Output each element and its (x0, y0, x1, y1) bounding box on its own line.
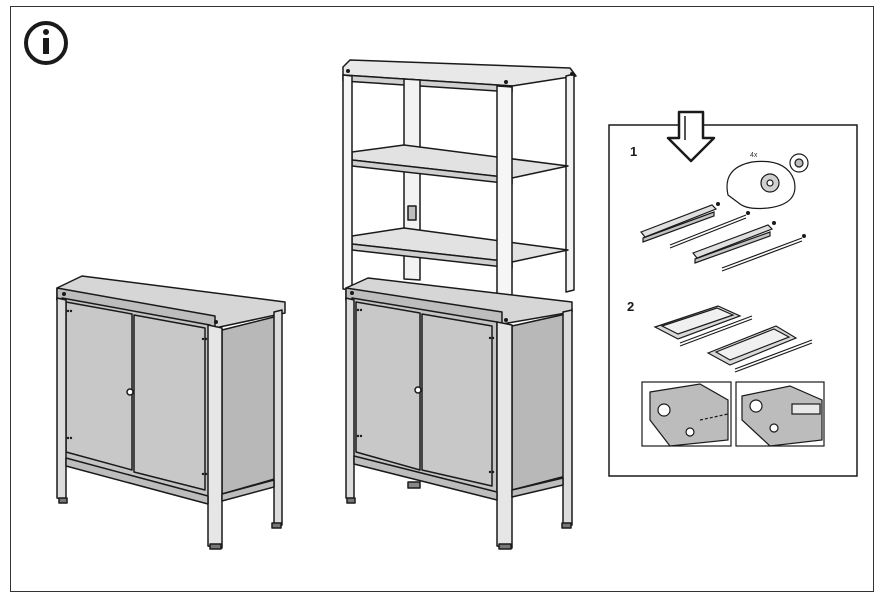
detail-bubble (726, 153, 809, 210)
left-cabinet-bolts (62, 292, 218, 476)
page-border (10, 6, 874, 592)
quantity-label: 4x (750, 152, 758, 159)
right-cabinet (345, 277, 573, 550)
right-cabinet-bolts (346, 69, 574, 474)
step2-drawers (653, 305, 813, 373)
left-cabinet (56, 275, 286, 550)
step-number-2: 2 (627, 299, 635, 314)
step1-screws (716, 202, 806, 238)
detail-panel-left (641, 381, 732, 447)
shelf-unit (342, 59, 577, 313)
step-number-1: 1 (630, 144, 638, 159)
instruction-box (608, 110, 858, 477)
detail-panel-right (735, 381, 825, 447)
info-icon (24, 21, 68, 65)
step1-rails (640, 204, 803, 272)
arrow-down-icon (666, 110, 716, 163)
